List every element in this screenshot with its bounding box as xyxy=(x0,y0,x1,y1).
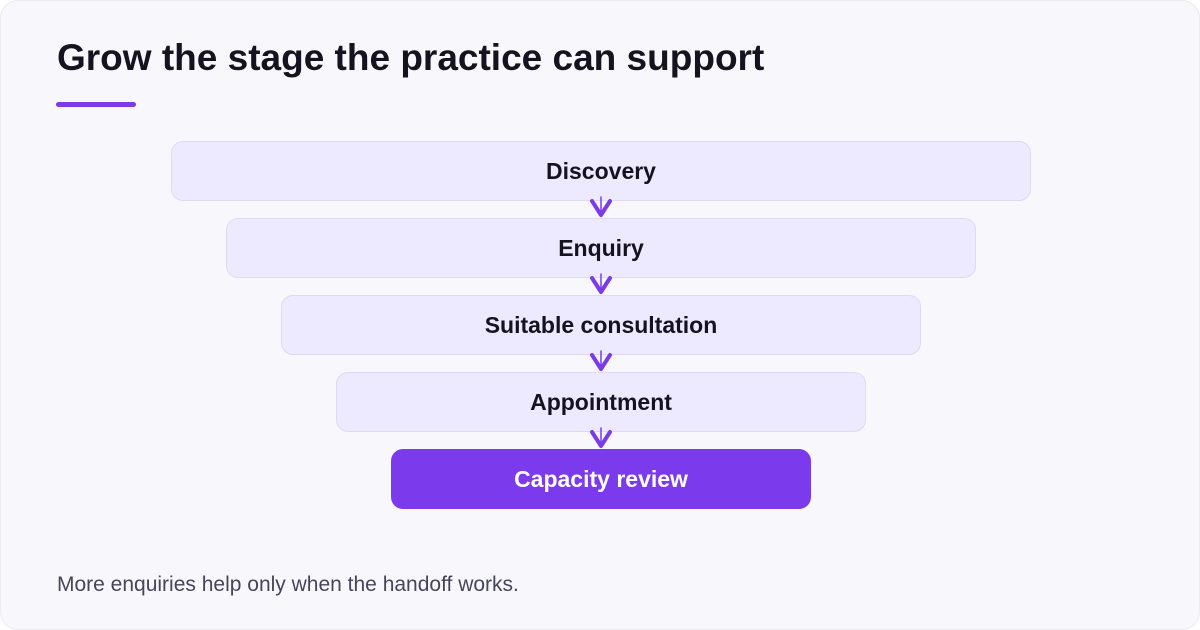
funnel-stage-label: Suitable consultation xyxy=(484,311,718,338)
chevron-down-icon xyxy=(590,196,612,217)
funnel-stage-label: Discovery xyxy=(546,157,656,184)
funnel-stage-discovery: Discovery xyxy=(171,141,1031,201)
title-accent-rule xyxy=(56,102,136,107)
funnel-stage-label: Capacity review xyxy=(514,465,688,492)
chevron-down-icon xyxy=(590,273,612,294)
chevron-down-icon xyxy=(590,350,612,371)
footnote: More enquiries help only when the handof… xyxy=(57,573,519,596)
funnel-stage-appointment: Appointment xyxy=(336,372,866,432)
funnel-stage-suitable-consultation: Suitable consultation xyxy=(281,295,921,355)
funnel-stage-capacity-review: Capacity review xyxy=(391,449,811,509)
funnel-stage-label: Appointment xyxy=(530,388,672,415)
funnel-stage-enquiry: Enquiry xyxy=(226,218,976,278)
funnel-stage-label: Enquiry xyxy=(558,234,644,261)
chevron-down-icon xyxy=(590,427,612,448)
page-title: Grow the stage the practice can support xyxy=(57,37,765,78)
